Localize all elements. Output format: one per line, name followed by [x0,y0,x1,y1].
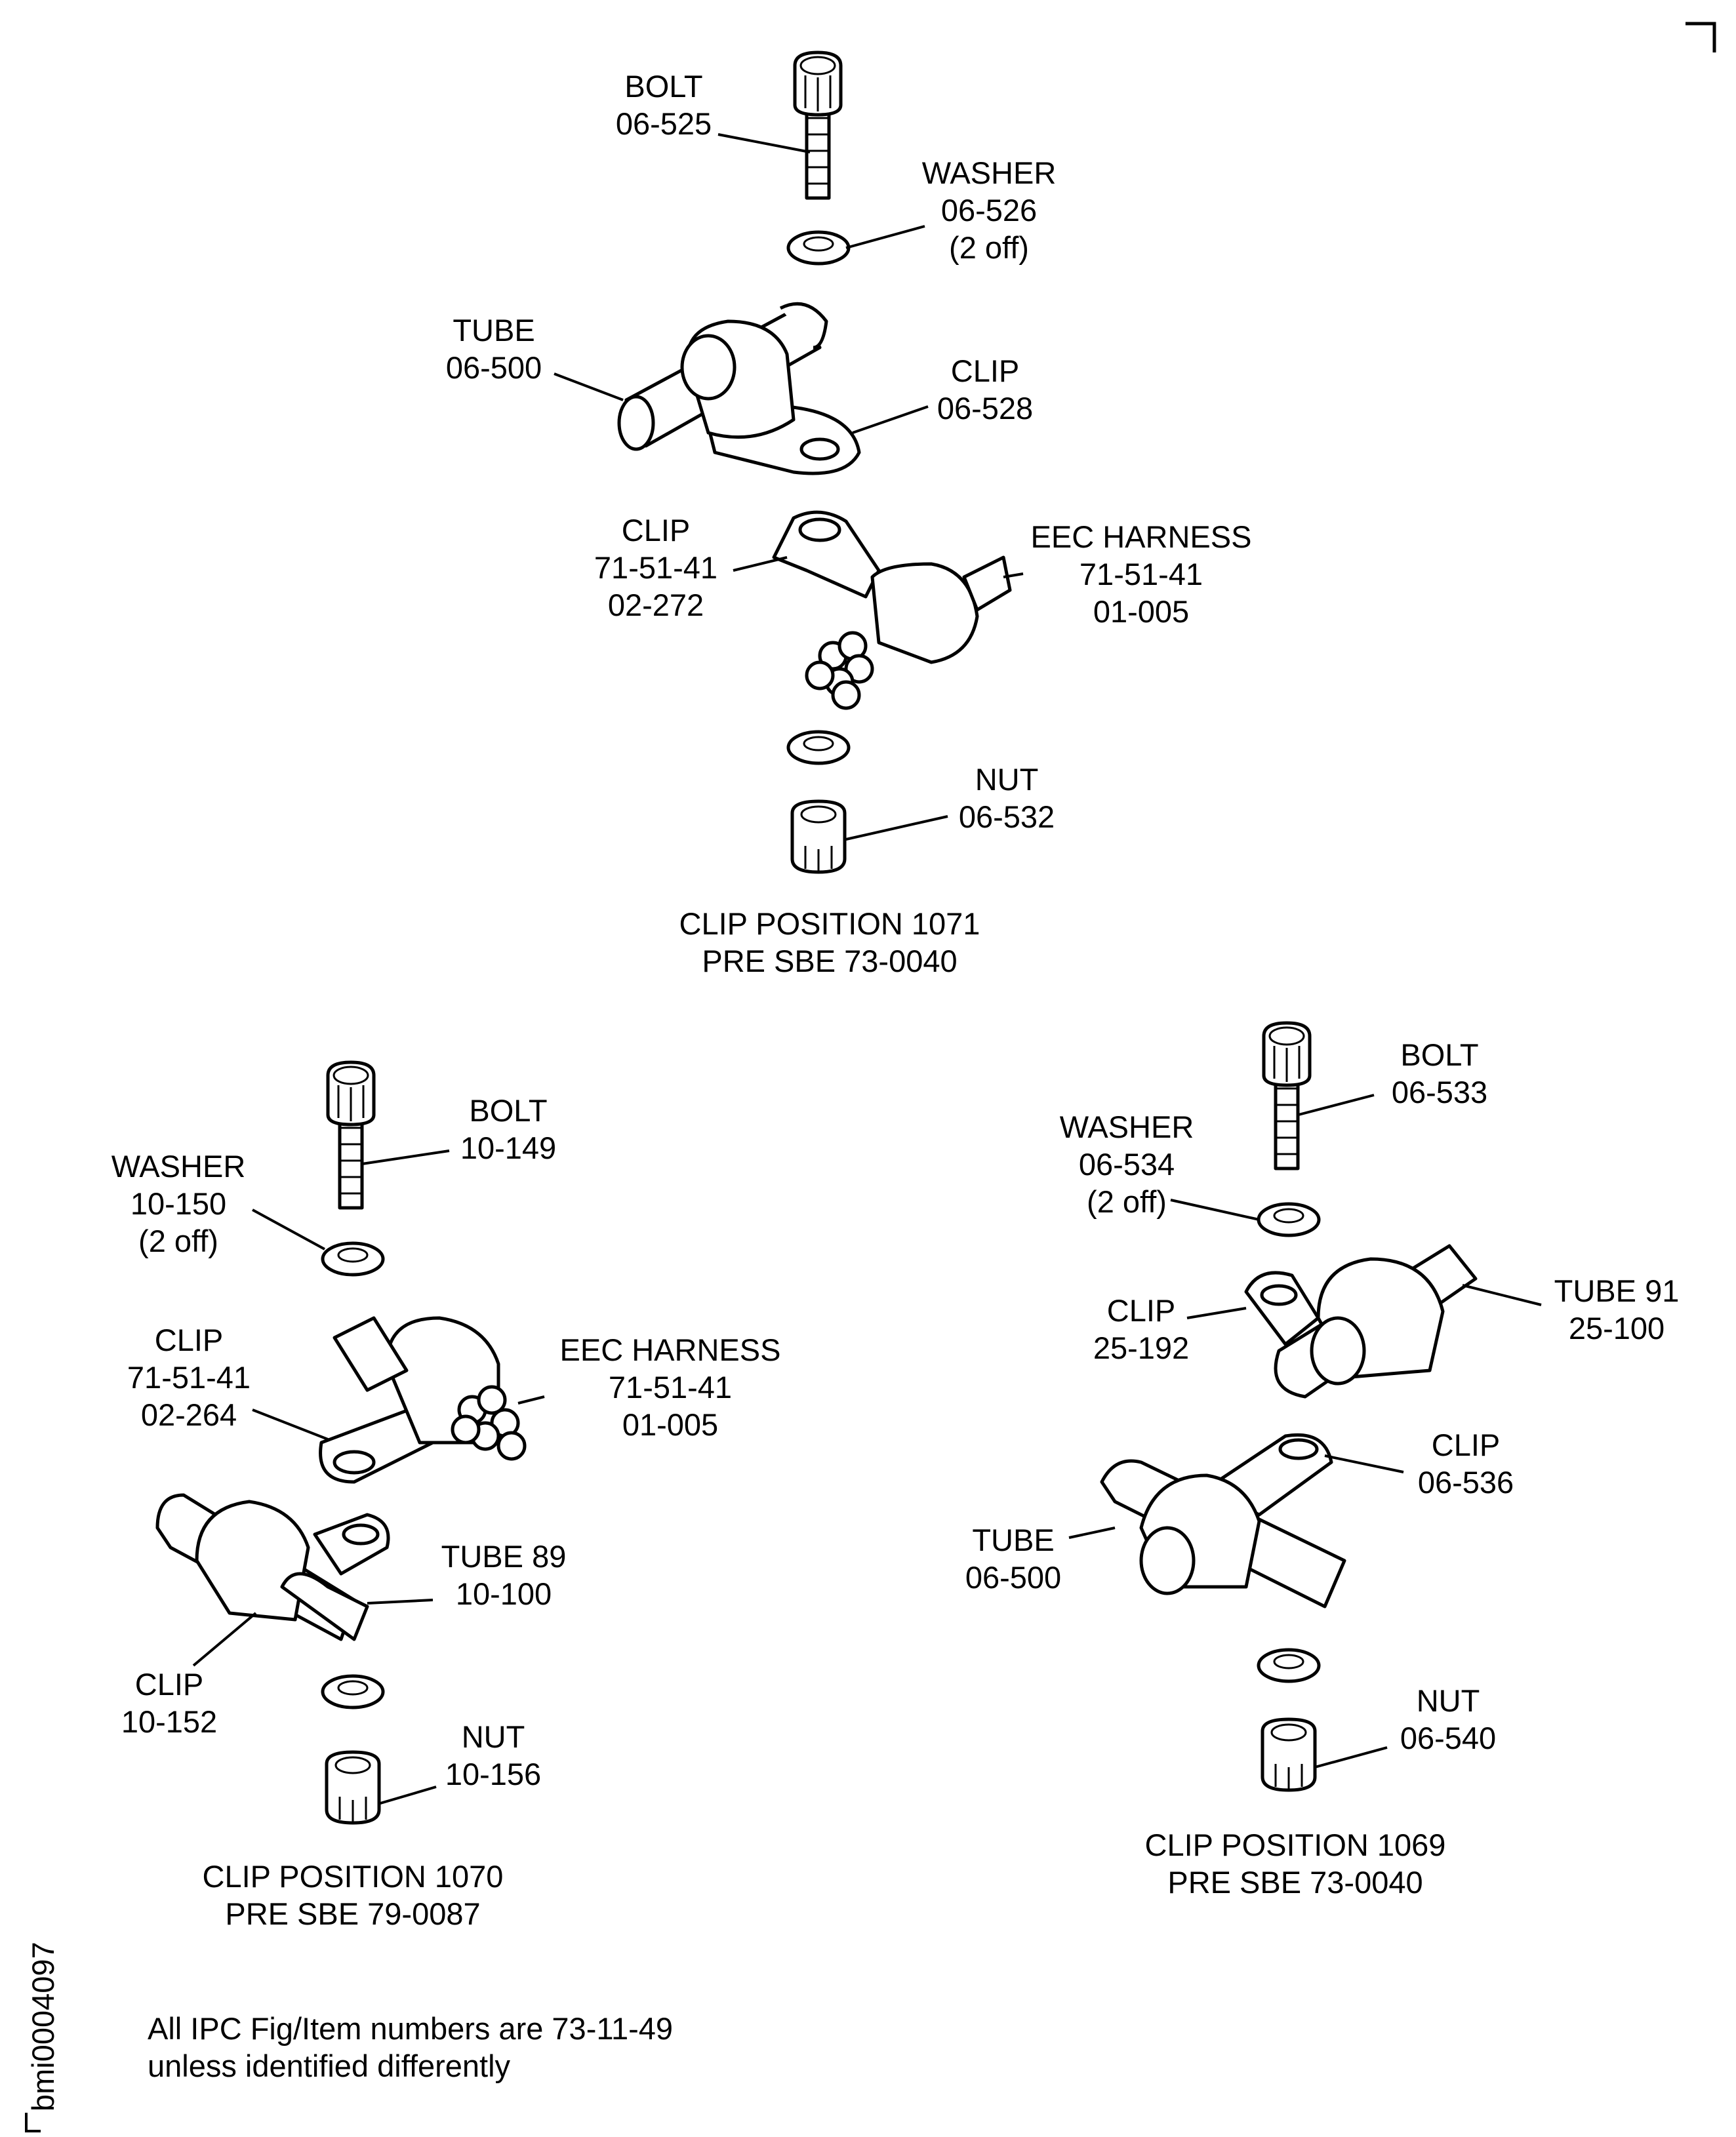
label-1069-bolt-name: BOLT [1400,1037,1478,1072]
caption-1070-line2: PRE SBE 79-0087 [225,1896,480,1931]
tube-clip-1071-upper [617,302,861,475]
label-1069-clip-upper-name: CLIP [1107,1293,1176,1328]
label-1070-washer-name: WASHER [111,1149,246,1184]
label-1071-clip-lower-name: CLIP [622,513,691,548]
label-1070-tube-number: 10-100 [456,1576,552,1611]
label-1069-washer-qty: (2 off) [1087,1184,1167,1219]
label-1070-clip-upper-name: CLIP [155,1323,224,1357]
label-1069-nut-number: 06-540 [1400,1721,1496,1755]
leaders-1070 [192,1149,545,1805]
washer-1069-top [1257,1202,1321,1237]
label-1069-clip-upper-number: 25-192 [1093,1330,1189,1365]
label-1071-harness-number: 01-005 [1093,594,1189,629]
nut-1069 [1261,1717,1317,1792]
label-1070-clip-upper-number: 02-264 [141,1397,237,1432]
label-1069-clip-lower-number: 06-536 [1418,1465,1514,1500]
label-1071-clip-upper-number: 06-528 [937,391,1033,426]
harness-clip-1071 [772,510,1012,710]
label-1071-nut-name: NUT [975,762,1039,797]
caption-1071-line1: CLIP POSITION 1071 [679,906,980,941]
label-1069-bolt-number: 06-533 [1392,1075,1487,1109]
leaders-1069 [1068,1094,1542,1768]
label-1070-washer-qty: (2 off) [138,1224,218,1258]
label-1071-harness-name: EEC HARNESS [1031,519,1252,554]
label-1069-tube-lower-name: TUBE [972,1523,1054,1557]
label-1070-nut-number: 10-156 [445,1757,541,1791]
label-1070-clip-lower-name: CLIP [135,1667,204,1702]
bolt-1069 [1262,1021,1312,1170]
caption-1069-line2: PRE SBE 73-0040 [1167,1865,1423,1900]
label-1071-tube-number: 06-500 [446,350,542,385]
nut-1070 [325,1750,381,1825]
label-1070-harness-fig: 71-51-41 [609,1370,732,1405]
label-1070-harness-name: EEC HARNESS [560,1332,781,1367]
label-1071-bolt-name: BOLT [624,69,702,104]
label-1070-nut-name: NUT [462,1719,525,1754]
label-1069-tube-upper-name: TUBE 91 [1554,1273,1680,1308]
label-1071-clip-lower-fig: 71-51-41 [594,550,717,585]
footnote-line1: All IPC Fig/Item numbers are 73-11-49 [148,2011,673,2046]
washer-1070-bottom [321,1674,385,1709]
label-1070-tube-name: TUBE 89 [441,1539,567,1574]
washer-1070-top [321,1241,385,1277]
tube-clip-1069-lower [1100,1433,1346,1608]
caption-1071-line2: PRE SBE 73-0040 [702,944,957,978]
tube-clip-1069-upper [1244,1244,1478,1399]
label-1071-clip-upper-name: CLIP [951,353,1020,388]
label-1069-washer-number: 06-534 [1079,1147,1175,1182]
label-1071-washer-qty: (2 off) [949,230,1029,265]
assembly-1071 [554,50,1024,874]
label-1069-tube-upper-number: 25-100 [1569,1311,1665,1346]
washer-1071-top [786,230,851,266]
bolt-1071 [793,50,843,200]
label-1069-tube-lower-number: 06-500 [965,1560,1061,1595]
caption-1070-line1: CLIP POSITION 1070 [203,1859,504,1894]
label-1071-tube-name: TUBE [453,313,535,348]
washer-1071-bottom [786,730,851,765]
label-1069-clip-lower-name: CLIP [1432,1428,1501,1462]
label-1071-bolt-number: 06-525 [616,106,712,141]
leaders-1071 [554,133,1024,841]
caption-1069-line1: CLIP POSITION 1069 [1145,1827,1446,1862]
figure-id-bracket [25,2113,41,2132]
label-1071-harness-fig: 71-51-41 [1080,557,1203,591]
label-1070-clip-lower-number: 10-152 [121,1704,217,1739]
bolt-1070 [326,1060,376,1210]
label-1069-washer-name: WASHER [1060,1109,1194,1144]
label-1070-harness-number: 01-005 [622,1407,718,1442]
footnote-line2: unless identified differently [148,2048,511,2083]
corner-mark [1686,22,1716,52]
label-1071-nut-number: 06-532 [959,799,1055,834]
label-1071-washer-number: 06-526 [941,193,1037,228]
washer-1069-bottom [1257,1648,1321,1683]
label-1070-clip-upper-fig: 71-51-41 [127,1360,251,1395]
label-1071-clip-lower-number: 02-272 [608,588,704,622]
tube-clip-1070 [155,1493,390,1641]
label-1071-washer-name: WASHER [922,155,1057,190]
label-1069-nut-name: NUT [1417,1683,1480,1718]
label-1070-washer-number: 10-150 [131,1186,226,1221]
harness-clip-1070 [319,1316,527,1484]
assembly-1070 [155,1060,545,1825]
nut-1071 [790,799,847,874]
label-1070-bolt-number: 10-149 [460,1130,556,1165]
figure-id: bmi0004097 [26,1942,60,2111]
label-1070-bolt-name: BOLT [469,1093,547,1128]
assembly-1069 [1068,1021,1542,1792]
